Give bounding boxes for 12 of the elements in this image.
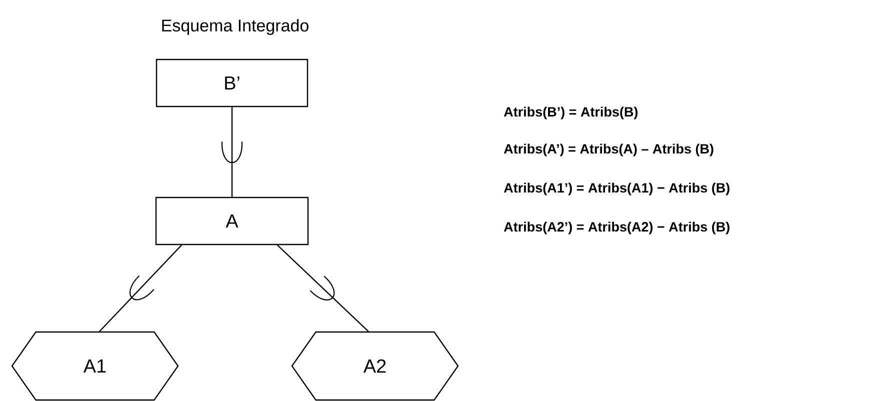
equation: Atribs(A’) = Atribs(A) – Atribs (B)	[504, 144, 714, 156]
hexagon-node: A2	[291, 331, 459, 401]
title: Esquema Integrado	[162, 19, 308, 35]
equation: Atribs(B’) = Atribs(B)	[504, 106, 638, 120]
entity-box: B’	[156, 58, 308, 108]
subset-connector	[231, 107, 233, 197]
subset-connector	[276, 244, 369, 332]
hexagon-node: A1	[11, 331, 179, 401]
subset-connector	[98, 244, 182, 332]
equation: Atribs(A1’) = Atribs(A1) − Atribs (B)	[504, 182, 730, 196]
entity-box: A	[155, 196, 309, 246]
equation: Atribs(A2’) = Atribs(A2) − Atribs (B)	[504, 222, 730, 234]
